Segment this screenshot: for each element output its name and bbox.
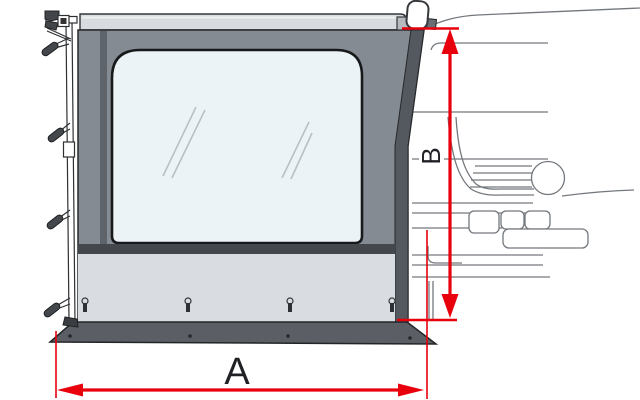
vehicle-seam-lines <box>428 281 434 321</box>
vehicle-corner-line <box>427 246 462 264</box>
vehicle-lower-lines <box>412 189 635 229</box>
hook-grip <box>43 302 61 318</box>
dimension-a-label: A <box>224 351 250 393</box>
skirt-fasteners <box>81 297 396 312</box>
panel-dark-band <box>78 244 395 254</box>
bracket-clamp <box>44 10 60 22</box>
pole-foot <box>62 316 79 328</box>
dimension-b-arrow-up <box>441 29 459 54</box>
pole-hook <box>43 302 61 318</box>
fastener <box>388 297 396 312</box>
vehicle-arch-inner <box>455 116 534 190</box>
panel-left-fold <box>100 31 107 244</box>
pole-hook <box>41 41 59 57</box>
support-pole-assembly <box>41 10 79 328</box>
pole-sleeve <box>62 141 76 158</box>
hook-grip <box>46 214 64 230</box>
bracket-jaw <box>44 20 59 31</box>
support-pole <box>65 21 76 323</box>
vehicle-arch-outer <box>447 116 534 196</box>
window-reflections <box>162 106 313 180</box>
fastener-pin <box>288 303 292 312</box>
fastener <box>286 297 294 312</box>
rivet <box>68 334 72 338</box>
vehicle-panel-rect <box>468 210 500 234</box>
rivet <box>408 336 412 340</box>
fastener-pin <box>390 303 394 312</box>
dimension-a: A <box>55 230 428 399</box>
flap-rivets <box>68 334 412 340</box>
panel-window <box>110 48 364 245</box>
mirror-shell <box>405 0 430 31</box>
dimension-b-label: B <box>416 147 446 164</box>
vehicle-panel-rect <box>524 210 551 230</box>
pole-hook <box>46 214 64 230</box>
fastener <box>184 297 192 312</box>
vehicle-windshield-line <box>430 42 548 51</box>
fastener <box>81 297 89 312</box>
panel-ground-flap <box>48 321 439 345</box>
panel-skirt <box>78 254 395 322</box>
vehicle-step-lines <box>470 165 532 188</box>
dimension-b: B <box>397 27 459 322</box>
vehicle-panel-rect <box>500 210 525 230</box>
pole-hooks <box>41 37 71 318</box>
vehicle-sill-lines <box>412 254 550 278</box>
dimension-a-arrow-left <box>57 383 83 397</box>
hook-grip <box>47 127 65 143</box>
dimension-b-arrow-down <box>441 294 459 318</box>
roof-end-cap <box>396 0 438 31</box>
dimension-a-arrow-right <box>398 383 424 397</box>
fastener-pin <box>83 303 87 312</box>
rivet <box>188 334 192 338</box>
pole-hook <box>47 127 65 143</box>
rivet <box>286 334 290 338</box>
vehicle-wheel-circle <box>530 160 566 196</box>
vehicle-roof-line <box>423 7 640 30</box>
hook-grip <box>41 41 59 57</box>
panel-roof-strip <box>79 13 407 31</box>
vehicle-panel-rect <box>502 228 589 249</box>
vehicle-outline <box>412 7 640 321</box>
side-panel <box>48 13 439 345</box>
bracket-bolt <box>60 18 67 24</box>
fastener-pin <box>186 303 190 312</box>
